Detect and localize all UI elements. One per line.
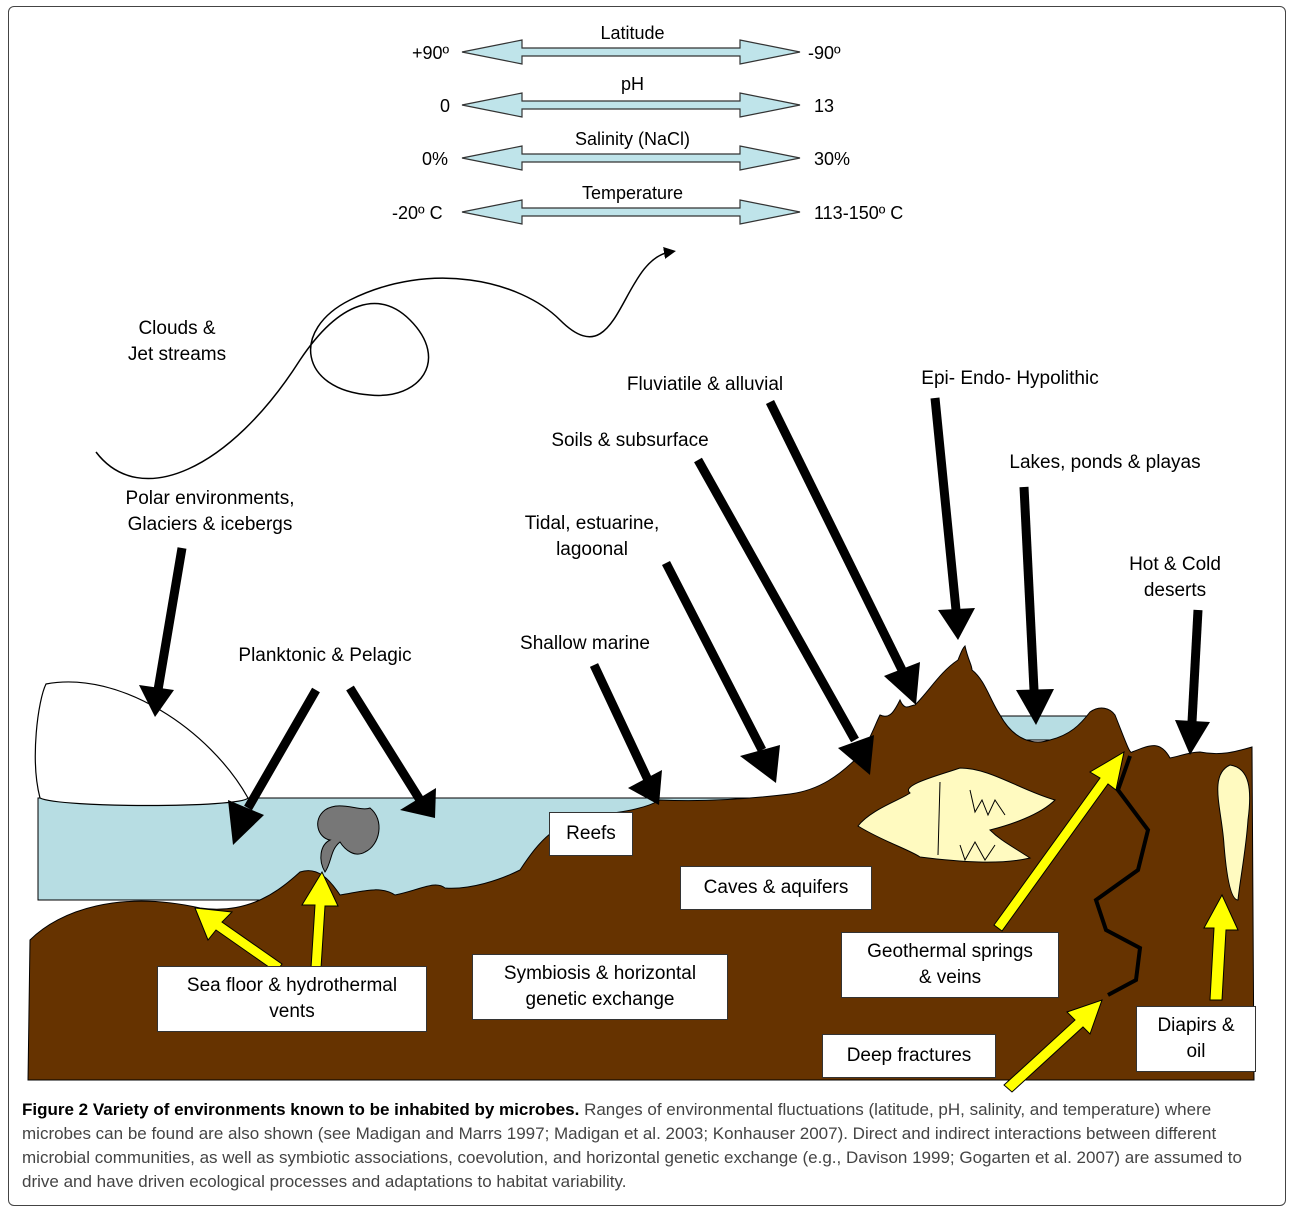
box-sea-floor: Sea floor & hydrothermal vents: [157, 966, 427, 1032]
scale-name-ph: pH: [560, 73, 705, 95]
scale-name-latitude: Latitude: [560, 22, 705, 44]
label-polar: Polar environments, Glaciers & icebergs: [100, 486, 320, 538]
scale-max-temperature: 113-150º C: [814, 202, 903, 224]
scale-name-temperature: Temperature: [560, 182, 705, 204]
scale-min-temperature: -20º C: [392, 202, 443, 224]
box-deep-fractures: Deep fractures: [822, 1034, 996, 1078]
label-planktonic: Planktonic & Pelagic: [210, 643, 440, 669]
arrow-planktonic-right: [350, 688, 420, 800]
scale-min-ph: 0: [440, 95, 450, 117]
label-shallow-marine: Shallow marine: [500, 631, 670, 657]
arrow-shallow-marine: [594, 665, 648, 780]
arrow-tidal-head: [740, 745, 780, 783]
label-lakes: Lakes, ponds & playas: [985, 450, 1225, 476]
arrow-soils: [698, 460, 855, 740]
box-caves: Caves & aquifers: [680, 866, 872, 910]
scale-max-salinity: 30%: [814, 148, 850, 170]
label-tidal: Tidal, estuarine, lagoonal: [502, 511, 682, 563]
arrow-deserts-head: [1175, 720, 1210, 755]
scale-min-salinity: 0%: [422, 148, 448, 170]
arrow-deserts: [1192, 610, 1198, 722]
arrow-polar: [158, 548, 182, 690]
label-lithic: Epi- Endo- Hypolithic: [890, 366, 1130, 392]
arrow-planktonic-left: [248, 690, 316, 808]
scale-min-latitude: +90º: [412, 42, 449, 64]
range-arrow-ph: [462, 93, 800, 117]
caption-title: Figure 2 Variety of environments known t…: [22, 1100, 579, 1119]
scale-name-salinity: Salinity (NaCl): [560, 128, 705, 150]
arrow-lithic-head: [938, 608, 975, 640]
figure-caption: Figure 2 Variety of environments known t…: [22, 1098, 1272, 1194]
scale-max-latitude: -90º: [808, 42, 841, 64]
box-diapirs: Diapirs & oil: [1136, 1006, 1256, 1072]
label-clouds: Clouds & Jet streams: [112, 316, 242, 368]
label-fluviatile: Fluviatile & alluvial: [600, 372, 810, 398]
arrow-lithic: [935, 398, 956, 610]
scale-max-ph: 13: [814, 95, 834, 117]
box-reefs: Reefs: [549, 812, 633, 856]
box-geothermal: Geothermal springs & veins: [841, 932, 1059, 998]
arrow-tidal: [666, 563, 762, 750]
arrow-lakes: [1024, 487, 1034, 690]
label-deserts: Hot & Cold deserts: [1110, 552, 1240, 604]
label-soils: Soils & subsurface: [530, 428, 730, 454]
iceberg: [35, 682, 248, 806]
box-symbiosis: Symbiosis & horizontal genetic exchange: [472, 954, 728, 1020]
